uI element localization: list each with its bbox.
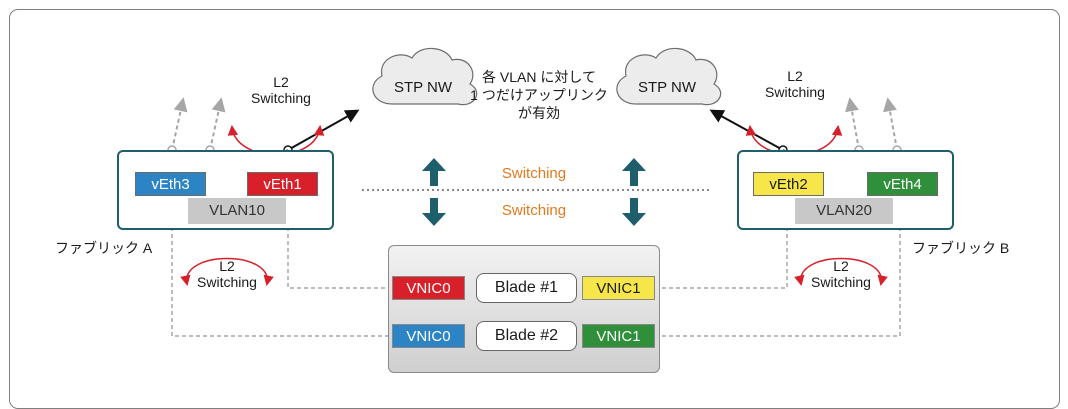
l2-label-bottom-left-line2: Switching [197, 274, 257, 290]
cloud-icon-right [616, 47, 722, 106]
l2-label-top-left-line1: L2 [273, 74, 289, 90]
blade1-vnic1[interactable]: VNIC1 [582, 276, 655, 300]
l2-label-top-left-line2: Switching [251, 90, 311, 106]
blade2-vnic1[interactable]: VNIC1 [582, 324, 655, 348]
l2-arc-bottom-left [180, 257, 274, 287]
switching-label-lower: Switching [501, 202, 567, 219]
l2-label-top-right-line2: Switching [765, 84, 825, 100]
cloud-label-right: STP NW [637, 79, 697, 96]
blade2-vnic0[interactable]: VNIC0 [392, 324, 465, 348]
active-uplink-right [709, 109, 784, 151]
inactive-uplink-b1 [845, 97, 860, 151]
l2-label-bottom-left: L2 Switching [182, 258, 272, 290]
down-arrow-left [422, 198, 446, 226]
cloud-icon-left [372, 47, 478, 106]
link-vEth2-blade1-vnic1 [660, 210, 793, 289]
inactive-uplink-a2 [209, 97, 226, 151]
l2-label-bottom-left-line1: L2 [219, 258, 235, 274]
inactive-uplink-b2 [883, 97, 898, 151]
vlan20-label: VLAN20 [795, 198, 893, 224]
fabric-b-box: vEth2 vEth4 VLAN20 [737, 150, 954, 230]
l2-label-bottom-right-line1: L2 [833, 258, 849, 274]
fabric-b-label: ファブリック B [912, 240, 1010, 256]
uplink-note-line1: 各 VLAN に対して [482, 69, 596, 85]
up-arrow-right [622, 158, 646, 186]
diagram-canvas: STP NW STP NW 各 VLAN に対して 1 つだけアップリンク が有… [9, 9, 1060, 409]
link-vEth1-blade1-vnic0 [282, 210, 390, 289]
uplink-note-line2: 1 つだけアップリンク [470, 87, 608, 103]
blade2[interactable]: Blade #2 [476, 321, 577, 351]
l2-label-top-left: L2 Switching [236, 74, 326, 106]
blade-chassis: VNIC0 Blade #1 VNIC1 VNIC0 Blade #2 VNIC… [388, 245, 660, 373]
blade1[interactable]: Blade #1 [476, 273, 577, 303]
l2-arc-bottom-right [794, 257, 888, 287]
active-uplink-left [287, 109, 360, 151]
veth4-port[interactable]: vEth4 [867, 172, 938, 196]
veth1-port[interactable]: vEth1 [247, 172, 318, 196]
cloud-label-left: STP NW [393, 79, 453, 96]
uplink-note: 各 VLAN に対して 1 つだけアップリンク が有効 [464, 68, 614, 122]
inactive-uplink-a1 [171, 97, 188, 151]
down-arrow-right [622, 198, 646, 226]
l2-label-top-right: L2 Switching [750, 68, 840, 100]
fabric-a-label: ファブリック A [55, 240, 153, 256]
l2-label-top-right-line1: L2 [787, 68, 803, 84]
veth3-port[interactable]: vEth3 [135, 172, 206, 196]
l2-label-bottom-right-line2: Switching [811, 274, 871, 290]
link-vEth4-blade2-vnic1 [660, 210, 906, 337]
uplink-note-line3: が有効 [518, 105, 560, 121]
up-arrow-left [422, 158, 446, 186]
vlan10-label: VLAN10 [188, 198, 286, 224]
l2-label-bottom-right: L2 Switching [796, 258, 886, 290]
fabric-a-box: vEth3 vEth1 VLAN10 [117, 150, 334, 230]
connection-layer [166, 47, 906, 337]
link-vEth3-blade2-vnic0 [166, 210, 390, 337]
switching-label-upper: Switching [501, 165, 567, 182]
veth2-port[interactable]: vEth2 [753, 172, 824, 196]
blade1-vnic0[interactable]: VNIC0 [392, 276, 465, 300]
